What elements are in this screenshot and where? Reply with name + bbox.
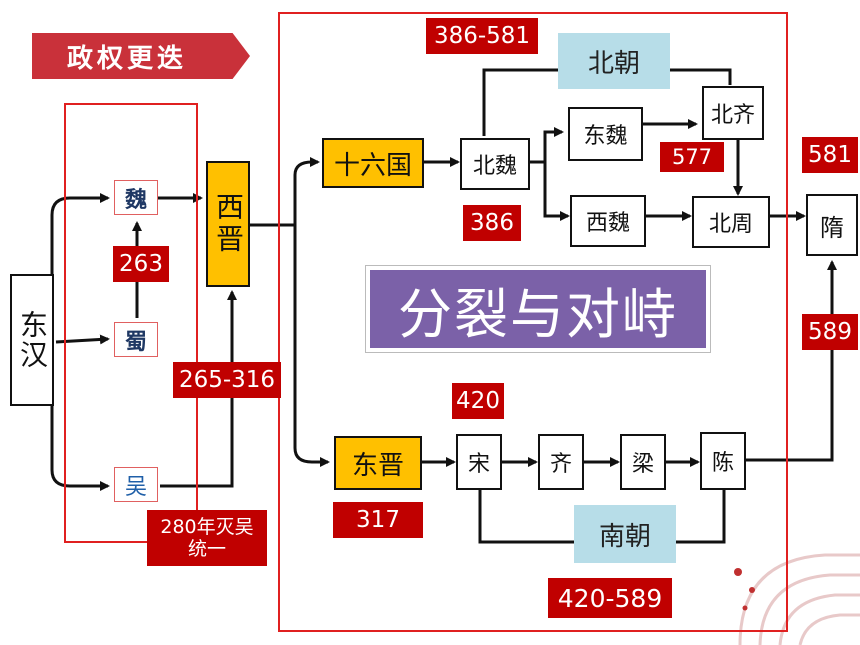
year-263: 263	[113, 246, 169, 282]
node-shiliuguo: 十六国	[322, 138, 424, 188]
label-beichao: 北朝	[558, 33, 670, 89]
node-shu: 蜀	[114, 322, 158, 357]
node-sui: 隋	[806, 194, 858, 256]
node-xiwei: 西魏	[570, 195, 646, 247]
year-420-589: 420-589	[548, 578, 672, 618]
node-song: 宋	[456, 434, 502, 490]
node-xijin: 西晋	[206, 161, 250, 287]
three-kingdoms-frame	[64, 103, 198, 543]
node-beizhou: 北周	[692, 196, 770, 248]
node-beiwei: 北魏	[460, 138, 530, 190]
title-ribbon	[32, 33, 250, 79]
year-420: 420	[452, 383, 504, 419]
wave-decoration	[738, 553, 860, 645]
banner-fenlie-duizhi: 分裂与对峙	[365, 265, 711, 353]
node-chen: 陈	[700, 432, 746, 490]
year-386: 386	[463, 205, 521, 241]
page-title: 政权更迭	[66, 43, 187, 74]
node-dongwei: 东魏	[568, 107, 643, 161]
year-265-316: 265-316	[173, 362, 281, 398]
year-280-unify: 280年灭吴 统一	[147, 510, 267, 566]
node-wei: 魏	[114, 180, 158, 215]
label-nanchao: 南朝	[574, 505, 676, 563]
node-donghan: 东汉	[10, 274, 54, 406]
node-dongjin: 东晋	[334, 436, 422, 490]
year-589: 589	[802, 314, 858, 350]
year-317: 317	[333, 502, 423, 538]
year-386-581: 386-581	[426, 18, 538, 54]
node-beiqi: 北齐	[702, 86, 764, 140]
node-qi: 齐	[538, 434, 584, 490]
year-581: 581	[802, 137, 858, 173]
node-wu: 吴	[114, 467, 158, 502]
division-period-frame	[278, 12, 788, 632]
node-liang: 梁	[620, 434, 666, 490]
year-577: 577	[660, 142, 724, 172]
